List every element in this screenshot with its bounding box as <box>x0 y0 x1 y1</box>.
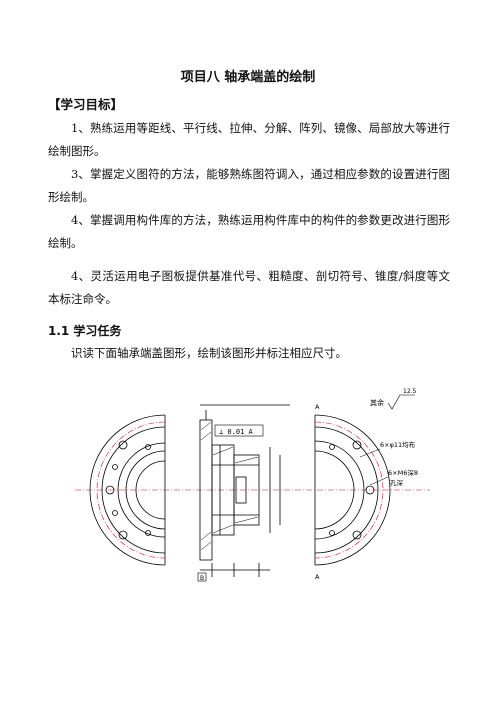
goal-paragraph: 4、灵活运用电子图板提供基准代号、粗糙度、剖切符号、锥度/斜度等文本标注命令。 <box>48 269 450 306</box>
svg-text:A: A <box>315 573 320 581</box>
task-heading: 1.1 学习任务 <box>48 324 122 338</box>
task-paragraph: 识读下面轴承端盖图形，绘制该图形并标注相应尺寸。 <box>71 346 347 360</box>
technical-drawing: ⊥ 0.01 A B 其余 12.5 6×φ11均布 6×M6深8 孔深 A A <box>75 388 430 582</box>
tolerance-frame: ⊥ 0.01 A <box>214 424 264 437</box>
leader-notes: 6×φ11均布 6×M6深8 孔深 <box>359 440 418 487</box>
view-labels: A A <box>315 403 320 581</box>
svg-text:A: A <box>315 403 320 411</box>
section-heading: 【学习目标】 <box>48 97 124 112</box>
hatching <box>200 421 259 551</box>
page-title: 项目八 轴承端盖的绘制 <box>180 70 316 85</box>
svg-text:其余: 其余 <box>370 398 384 407</box>
svg-text:6×φ11均布: 6×φ11均布 <box>380 440 416 449</box>
goal-paragraph: 3、掌握定义图符的方法，能够熟练图符调入，通过相应参数的设置进行图形绘制。 <box>48 167 450 204</box>
roughness-note: 其余 12.5 <box>370 388 417 410</box>
svg-text:孔深: 孔深 <box>390 478 404 487</box>
svg-text:B: B <box>200 575 204 582</box>
goal-paragraph: 1、熟练运用等距线、平行线、拉伸、分解、阵列、镜像、局部放大等进行绘制图形。 <box>48 121 450 158</box>
section-view <box>199 404 290 577</box>
svg-text:6×M6深8: 6×M6深8 <box>388 468 418 477</box>
right-flange-view <box>314 414 391 566</box>
datum-b: B <box>197 572 207 582</box>
goal-paragraph: 4、掌握调用构件库的方法，熟练运用构件库中的构件的参数更改进行图形绘制。 <box>48 213 450 250</box>
svg-text:12.5: 12.5 <box>403 388 417 395</box>
svg-text:⊥ 0.01 A: ⊥ 0.01 A <box>219 428 254 436</box>
